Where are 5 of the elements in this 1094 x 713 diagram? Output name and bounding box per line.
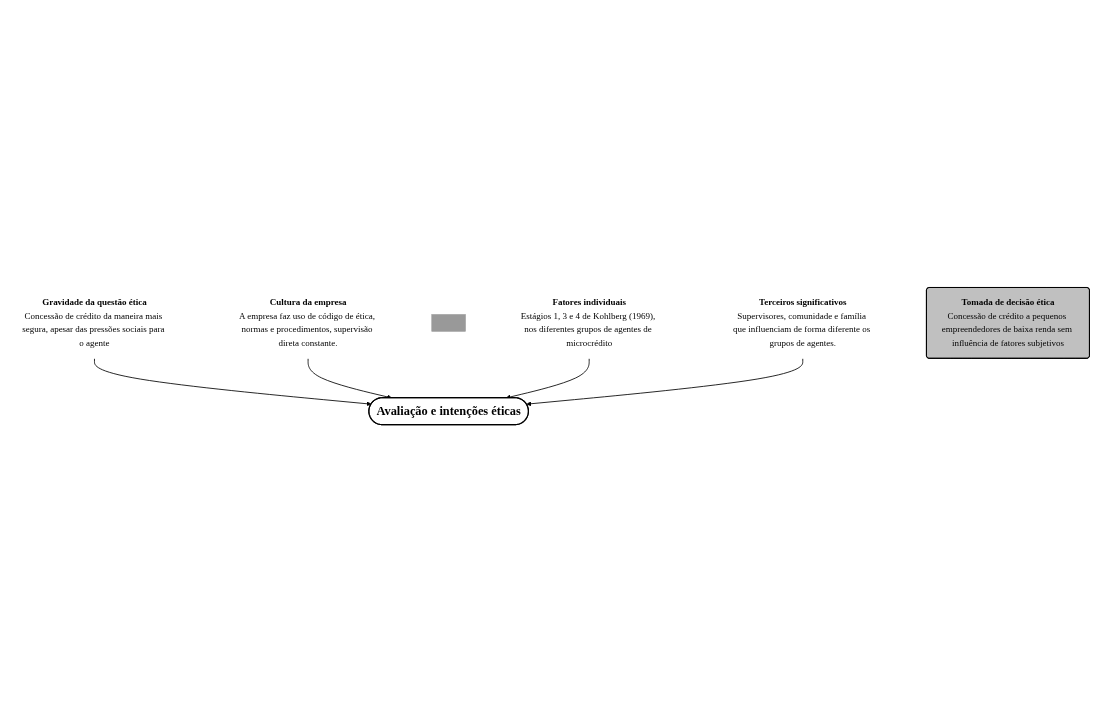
node-text: Terceiros significativos Supervisores, comunidade e família que influenciam de forma diferente os grupos de agentes. — [733, 298, 871, 349]
node-text: Cultura da empresa A empresa faz uso de código de ética, normas e procedimentos, supervisão direta constante. — [239, 298, 375, 349]
node-bar — [431, 314, 466, 333]
node-text: Fatores individuais Estágios 1, 3 e 4 de Kohlberg (1969), nos diferentes grupos de agentes de microcrédito — [520, 298, 656, 349]
node-text: Gravidade da questão ética Concessão de crédito da maneira mais segura, apesar das pressões sociais para o agente — [22, 298, 165, 349]
